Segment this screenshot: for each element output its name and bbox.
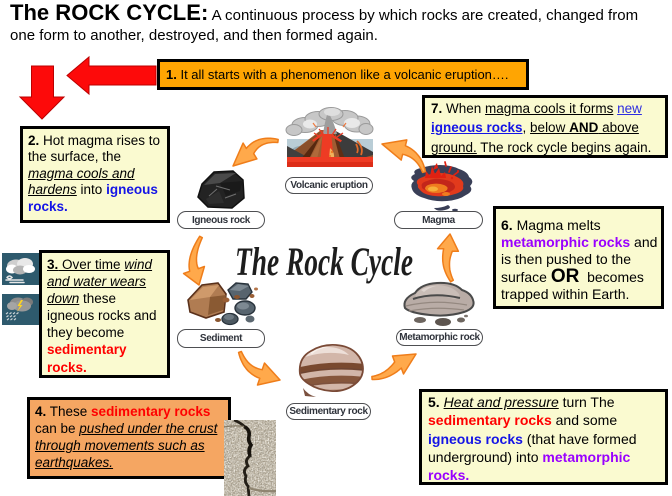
svg-text:The Rock Cycle: The Rock Cycle: [235, 239, 413, 284]
